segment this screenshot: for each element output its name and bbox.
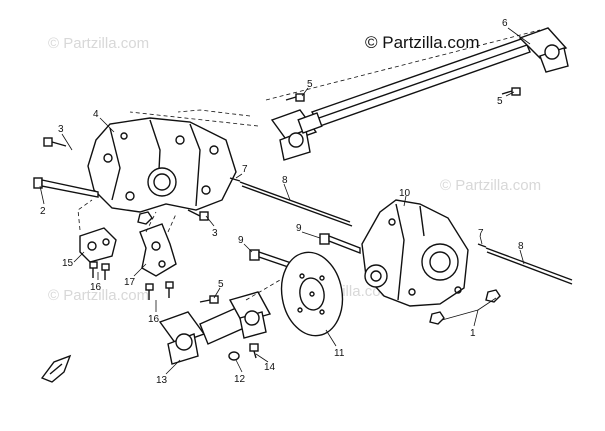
- watermark: © Partzilla.com: [48, 35, 149, 52]
- bolt-5-right[interactable]: [501, 87, 521, 96]
- front-direction-arrow-icon: [40, 354, 72, 383]
- rear-propeller-shaft[interactable]: [158, 291, 272, 365]
- bolt-16-right-a[interactable]: [145, 283, 154, 300]
- callout-8-left: 8: [282, 175, 288, 186]
- bolt-5-lower[interactable]: [199, 295, 219, 304]
- watermark: © Partzilla.com: [440, 177, 541, 194]
- callout-9-upper: 9: [296, 223, 302, 234]
- callout-7-right: 7: [478, 228, 484, 239]
- callout-6: 6: [502, 18, 508, 29]
- callout-8-right: 8: [518, 241, 524, 252]
- bolt-16-right-b[interactable]: [165, 281, 174, 298]
- callout-17: 17: [124, 277, 136, 288]
- copyright-text: © Partzilla.com: [365, 33, 480, 52]
- callout-13: 13: [156, 375, 168, 386]
- bolt-16-left-b[interactable]: [101, 263, 110, 280]
- pin-7-left[interactable]: [229, 177, 241, 182]
- watermark: © Partzilla.com: [48, 287, 149, 304]
- callout-11: 11: [334, 348, 345, 359]
- callout-3-upper: 3: [58, 124, 64, 135]
- callout-2: 2: [40, 206, 46, 217]
- callout-9-lower: 9: [238, 235, 244, 246]
- front-gearcase[interactable]: [87, 117, 237, 213]
- brake-disc[interactable]: [275, 247, 349, 340]
- bolt-9-upper[interactable]: [319, 233, 361, 255]
- bolt-16-left-a[interactable]: [89, 261, 98, 278]
- callout-10: 10: [399, 188, 411, 199]
- washer-12[interactable]: [228, 351, 240, 361]
- callout-16-right: 16: [148, 314, 160, 325]
- bolt-3-upper[interactable]: [43, 137, 67, 147]
- bolt-14[interactable]: [249, 343, 259, 359]
- stud-8-left[interactable]: [239, 181, 353, 227]
- callout-3-lower: 3: [212, 228, 218, 239]
- mounting-bracket-17[interactable]: [139, 223, 177, 277]
- callout-1: 1: [470, 328, 476, 339]
- stud-8-right[interactable]: [485, 247, 573, 285]
- pin-7-right[interactable]: [477, 243, 487, 248]
- callout-15: 15: [62, 258, 74, 269]
- callout-12: 12: [234, 374, 246, 385]
- callout-5-right: 5: [497, 96, 503, 107]
- callout-16-left: 16: [90, 282, 102, 293]
- callout-5-top: 5: [307, 79, 313, 90]
- through-bolt-2[interactable]: [33, 177, 99, 198]
- bolt-5-top[interactable]: [285, 93, 305, 102]
- nut-1-lower[interactable]: [429, 311, 445, 325]
- callout-5-lower: 5: [218, 279, 224, 290]
- mounting-bracket-15[interactable]: [79, 227, 117, 263]
- callout-7-left: 7: [242, 164, 248, 175]
- callout-14: 14: [264, 362, 276, 373]
- rear-gearcase[interactable]: [361, 199, 469, 307]
- front-propeller-shaft[interactable]: [270, 27, 569, 161]
- nut[interactable]: [137, 211, 153, 225]
- bolt-3-lower[interactable]: [187, 209, 209, 221]
- nut-1-upper[interactable]: [485, 289, 501, 303]
- callout-4: 4: [93, 109, 99, 120]
